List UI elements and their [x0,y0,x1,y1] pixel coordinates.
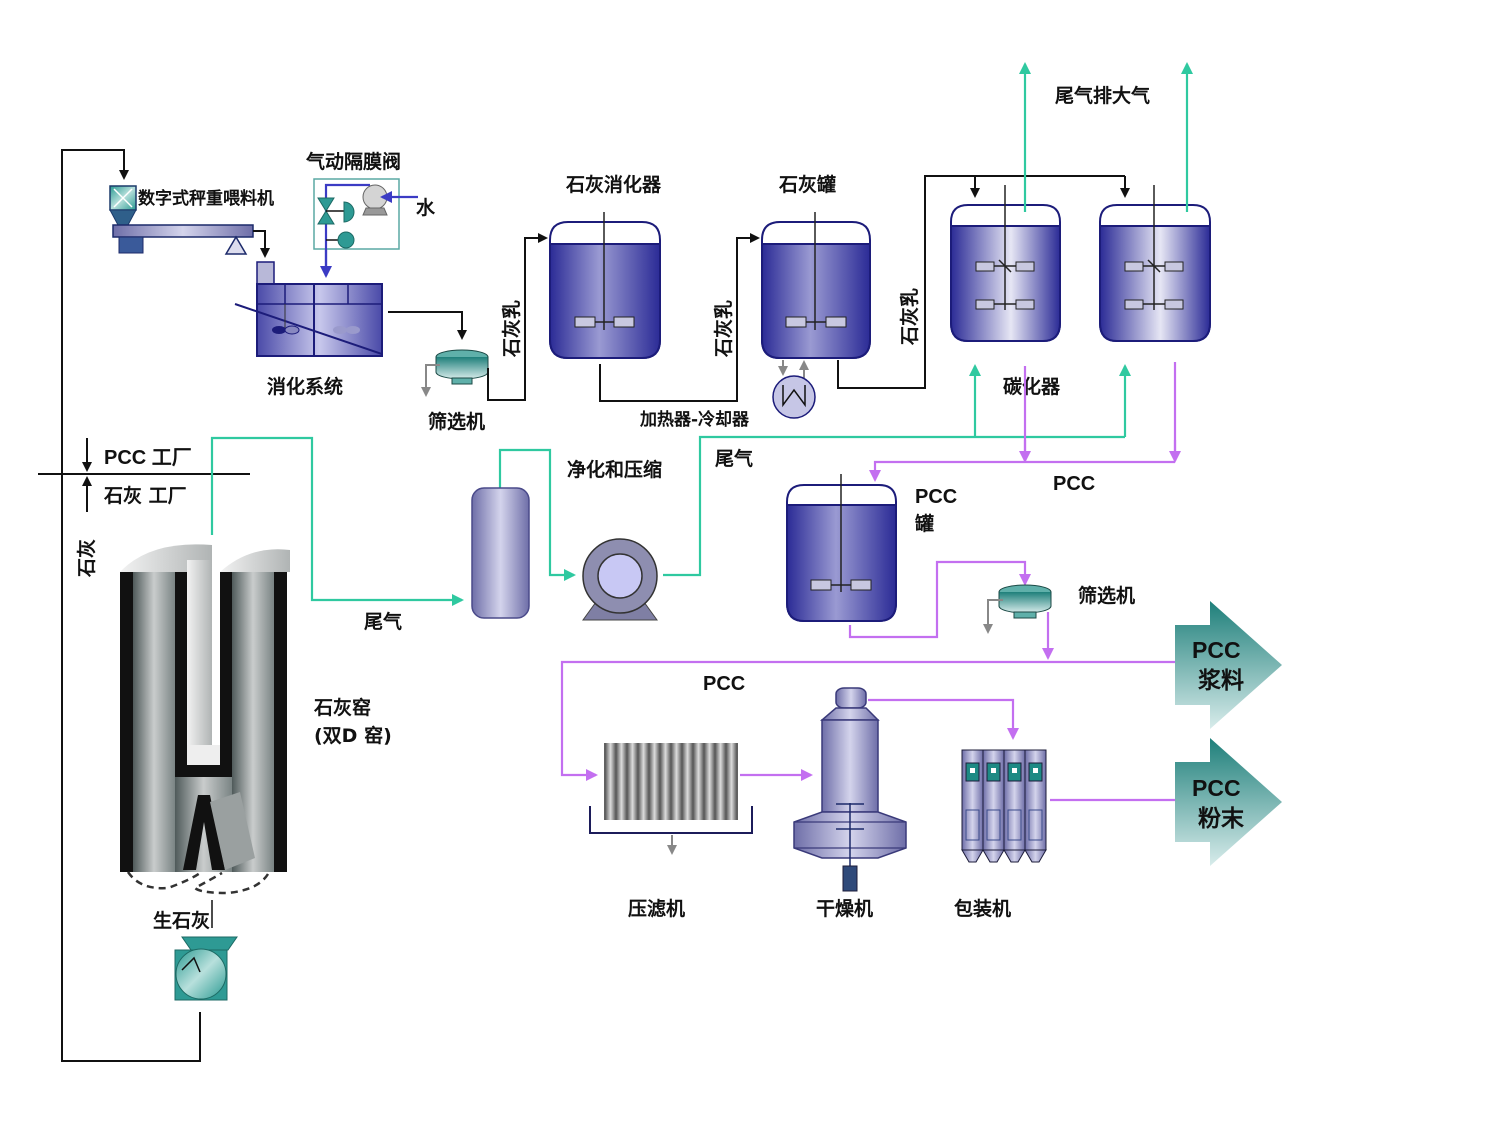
lime-milk-label-3: 石灰乳 [898,288,921,346]
carbonator-1 [950,185,1061,342]
purifier-column [471,487,530,619]
filter-press [589,743,753,855]
carbonator-2 [1099,185,1211,342]
kiln-label-line1: 石灰窑 [313,696,371,719]
lime-return-line [61,149,201,1062]
heater-cooler-label: 加热器-冷却器 [639,409,750,430]
exhaust-gas-lines [210,364,1131,606]
pcc-plant-label: PCC 工厂 [104,447,192,469]
kiln-label-line2: (双D 窑) [314,724,392,747]
output-arrow-pcc-powder [1175,738,1282,866]
compressor [582,538,658,621]
plant-boundary [38,438,250,512]
slaker-label: 石灰消化器 [565,173,662,196]
screen-2 [983,584,1052,634]
quicklime-label: 生石灰 [153,909,210,932]
dryer [793,687,907,892]
packer-label: 包装机 [954,897,1011,920]
feeder-label: 数字式秤重喂料机 [138,188,274,209]
slaking-system [234,261,383,357]
carbonator-label: 碳化器 [1003,375,1061,398]
pcc-tank-label-line2: 罐 [914,512,934,535]
screen-2-label: 筛选机 [1078,584,1135,607]
exhaust-label-2: 尾气 [715,447,753,470]
lime-tank [761,212,871,359]
pcc-lines [560,362,1181,802]
lime-plant-label: 石灰 工厂 [103,484,187,507]
packing-machine [961,749,1047,863]
lime-vertical-label: 石灰 [75,539,98,578]
output-arrow-pcc-slurry [1175,601,1282,729]
exhaust-label-1: 尾气 [364,610,402,633]
purify-compress-label: 净化和压缩 [567,458,662,481]
lime-milk-label-2: 石灰乳 [712,300,735,358]
output-slurry-line1: PCC [1192,637,1241,663]
pcc-tank-label-line1: PCC [915,486,957,508]
dryer-label: 干燥机 [816,898,873,920]
diaphragm-valve-assembly [313,178,418,278]
output-powder-line2: 粉末 [1198,805,1245,831]
pcc-tank [786,474,897,622]
filter-press-label: 压滤机 [628,898,685,920]
rotary-valve [174,936,238,1001]
slaking-system-label: 消化系统 [267,375,343,398]
valve-label: 气动隔膜阀 [305,150,401,173]
pcc-label-1: PCC [1053,473,1095,495]
lime-kiln [120,544,290,895]
exhaust-atmosphere-label: 尾气排大气 [1055,84,1150,107]
lime-slaker-tank [549,212,661,359]
water-label: 水 [416,197,436,219]
screen-1-label: 筛选机 [428,410,485,433]
output-slurry-line2: 浆料 [1198,667,1244,693]
output-powder-line1: PCC [1192,775,1241,801]
pcc-label-2: PCC [703,673,745,695]
lime-tank-label: 石灰罐 [778,173,836,196]
heater-cooler [772,360,816,419]
lime-milk-label-1: 石灰乳 [500,300,523,358]
screen-1 [421,349,489,397]
weigh-feeder [109,185,254,255]
